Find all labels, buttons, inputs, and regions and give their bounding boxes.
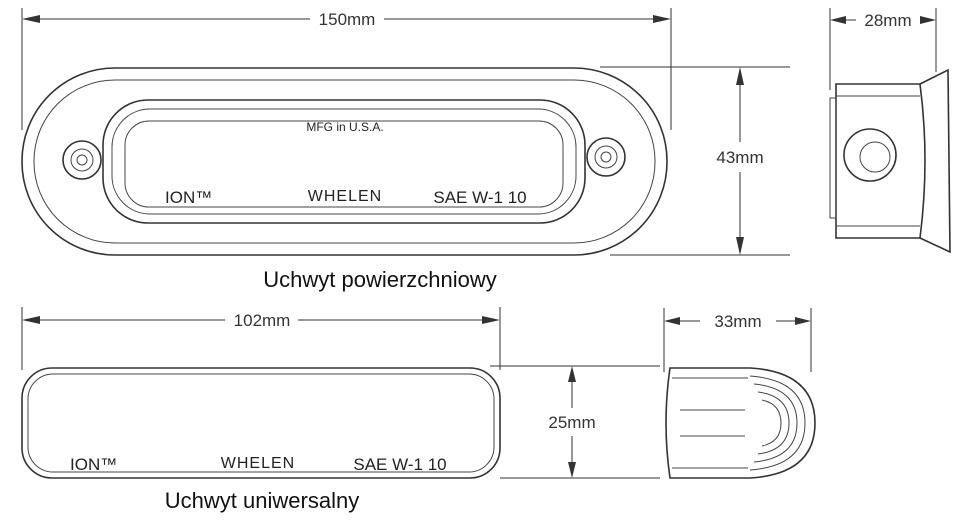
universal-brand-marking: WHELEN	[221, 455, 295, 472]
universal-mount-front-view: ION™ WHELEN SAE W-1 10	[21, 367, 501, 479]
right-screw-hole	[586, 137, 626, 177]
universal-depth-label: 33mm	[714, 312, 761, 331]
width-dimension-150: 150mm	[21, 8, 672, 130]
universal-width-label: 102mm	[234, 311, 291, 330]
universal-mount-caption: Uchwyt uniwersalny	[165, 488, 359, 513]
surface-mount-side-view	[829, 68, 951, 254]
width-label: 150mm	[319, 10, 376, 29]
mfg-marking: MFG in U.S.A.	[306, 120, 383, 134]
brand-marking: WHELEN	[308, 188, 382, 205]
universal-height-label: 25mm	[548, 413, 595, 432]
left-screw-hole	[62, 140, 102, 180]
width-dimension-102: 102mm	[21, 307, 501, 370]
universal-sae-marking: SAE W-1 10	[353, 455, 446, 474]
depth-dimension-33: 33mm	[663, 308, 812, 372]
height-dimension-25: 25mm	[490, 365, 660, 479]
surface-mount-caption: Uchwyt powierzchniowy	[263, 267, 497, 292]
height-label: 43mm	[716, 148, 763, 167]
universal-mount-side-view	[665, 367, 816, 479]
sae-marking: SAE W-1 10	[433, 188, 526, 207]
depth-dimension-28: 28mm	[829, 8, 937, 90]
height-dimension-43: 43mm	[600, 66, 790, 256]
surface-mount-front-view: MFG in U.S.A. ION™ WHELEN SAE W-1 10	[21, 67, 668, 256]
universal-model-marking: ION™	[70, 455, 117, 474]
model-marking: ION™	[165, 188, 212, 207]
depth-label: 28mm	[864, 11, 911, 30]
